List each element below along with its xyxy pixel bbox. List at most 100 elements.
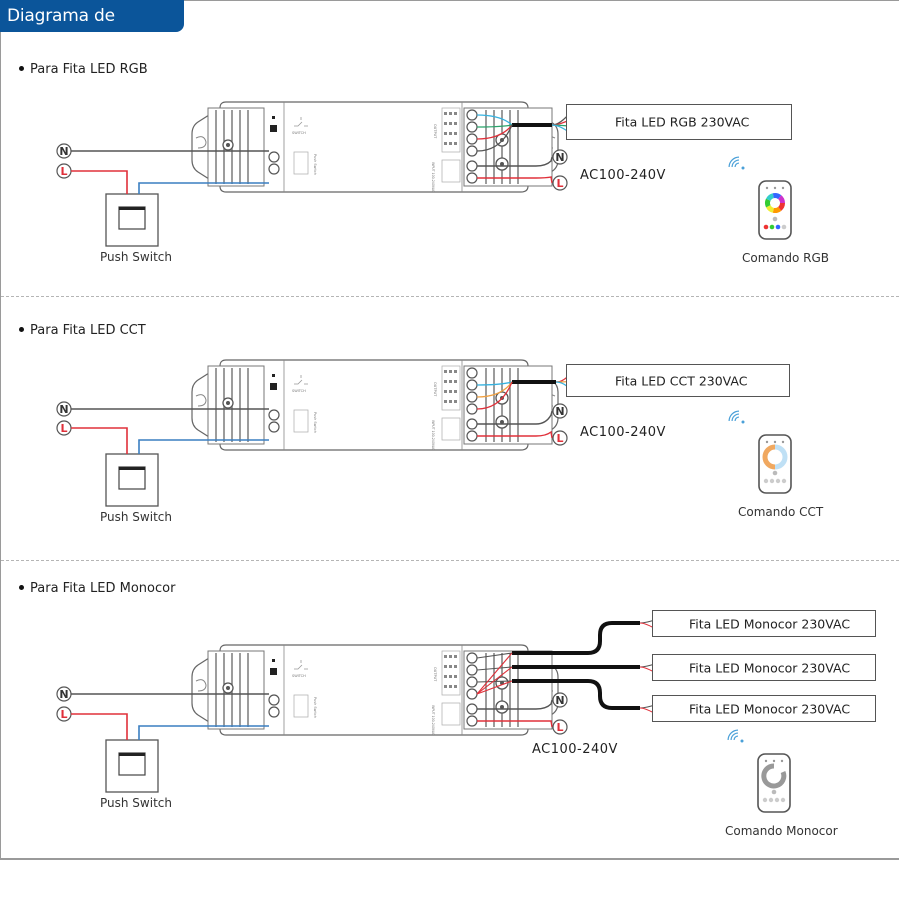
mains-neutral-terminal-letter: N xyxy=(555,694,564,707)
output-marking xyxy=(444,665,447,668)
remote-button xyxy=(774,797,780,803)
page-title: Diagrama de Ligação xyxy=(0,0,184,58)
remote-button xyxy=(781,478,787,484)
output-label-box xyxy=(441,650,461,696)
input-label-box xyxy=(441,417,461,441)
terminal-socket xyxy=(268,706,280,718)
wireless-signal-icon xyxy=(741,166,745,170)
output-marking xyxy=(444,122,447,125)
output-label-box xyxy=(441,107,461,153)
section-title-text: Para Fita LED Monocor xyxy=(30,581,176,596)
switch-text: SWITCH xyxy=(292,131,306,135)
push-input-label-box xyxy=(293,409,309,433)
mains-neutral-terminal xyxy=(552,403,568,419)
mains-live-wire xyxy=(477,720,553,728)
live-terminal-letter: L xyxy=(60,165,67,178)
remote-button xyxy=(772,470,778,476)
output-marking xyxy=(454,685,457,688)
mains-neutral-wire xyxy=(477,410,553,425)
wireless-signal-icon xyxy=(728,156,740,168)
supply-voltage-label: AC100-240V xyxy=(532,742,618,757)
output-marking xyxy=(454,132,457,135)
remote-button xyxy=(769,224,775,230)
led-strip-label: Fita LED CCT 230VAC xyxy=(615,373,748,388)
push-input-label-box xyxy=(293,694,309,718)
output-marking xyxy=(449,655,452,658)
section-title-text: Para Fita LED CCT xyxy=(30,323,146,338)
output-marking xyxy=(444,380,447,383)
output-marking xyxy=(444,132,447,135)
push-input-text: Push Switch xyxy=(313,154,317,175)
wireless-signal-icon xyxy=(731,159,740,168)
led-strip-mono: Fita LED Monocor 230VAC xyxy=(652,695,876,722)
neutral-terminal-letter: N xyxy=(59,403,68,416)
mains-live-wire xyxy=(477,176,553,184)
push-switch-button xyxy=(118,752,146,776)
output-marking xyxy=(449,665,452,668)
output-marking xyxy=(454,142,457,145)
output-marking xyxy=(449,390,452,393)
input-label-box xyxy=(441,159,461,183)
output-marking xyxy=(449,685,452,688)
output-label-box xyxy=(441,365,461,411)
remote-button xyxy=(772,759,776,763)
terminal-socket xyxy=(466,715,478,727)
switch-wire xyxy=(138,725,269,740)
left-terminal-block xyxy=(207,365,265,445)
remote-button xyxy=(781,224,787,230)
mains-neutral-wire xyxy=(477,699,553,710)
terminal-socket xyxy=(268,694,280,706)
output-marking xyxy=(454,112,457,115)
remote-button xyxy=(769,478,775,484)
mounting-ear xyxy=(195,679,207,692)
output-wire xyxy=(476,124,513,140)
remote-button xyxy=(780,797,786,803)
left-terminal-block xyxy=(207,107,265,187)
remote-button xyxy=(773,440,777,444)
left-terminal-block xyxy=(207,650,265,730)
screw-icon xyxy=(226,143,230,147)
output-marking xyxy=(449,122,452,125)
bullet-icon xyxy=(19,66,24,71)
live-terminal-letter: L xyxy=(60,422,67,435)
remote-button xyxy=(762,797,768,803)
output-wire xyxy=(476,381,513,398)
section-title-rgb: Para Fita LED RGB xyxy=(19,62,148,77)
output-wire xyxy=(476,652,513,659)
remote-mono-icon xyxy=(757,753,791,813)
output-marking xyxy=(449,132,452,135)
wireless-signal-icon xyxy=(734,416,740,422)
output-marking xyxy=(454,390,457,393)
color-wheel-segment xyxy=(765,205,774,213)
mains-live-terminal-letter: L xyxy=(556,177,563,190)
screw-icon xyxy=(226,401,230,405)
push-switch-rocker xyxy=(119,753,145,756)
wireless-signal-icon xyxy=(741,420,745,424)
mains-neutral-terminal-letter: N xyxy=(555,151,564,164)
led-strip-label: Fita LED Monocor 230VAC xyxy=(689,616,851,631)
wireless-signal-icon xyxy=(740,739,744,743)
output-wire xyxy=(476,114,513,126)
push-input-label-box xyxy=(293,151,309,175)
output-wire xyxy=(476,124,513,128)
remote-button xyxy=(768,797,774,803)
right-terminal-block xyxy=(463,365,553,445)
output-marking xyxy=(444,655,447,658)
mounting-ear xyxy=(195,136,207,149)
mains-live-terminal-letter: L xyxy=(556,432,563,445)
live-wire-to-switch xyxy=(71,713,128,740)
output-marking xyxy=(449,400,452,403)
push-switch-label: Push Switch xyxy=(100,250,172,264)
output-wire xyxy=(476,381,513,386)
push-switch-rocker xyxy=(119,207,145,210)
terminal-socket xyxy=(268,163,280,175)
mains-live-wire xyxy=(477,430,553,439)
remote-button xyxy=(765,440,769,444)
supply-voltage-label: AC100-240V xyxy=(580,425,666,440)
output-marking xyxy=(454,122,457,125)
terminal-socket xyxy=(268,151,280,163)
output-cable xyxy=(512,621,640,655)
output-wire xyxy=(476,381,513,410)
mains-live-terminal xyxy=(552,430,568,446)
